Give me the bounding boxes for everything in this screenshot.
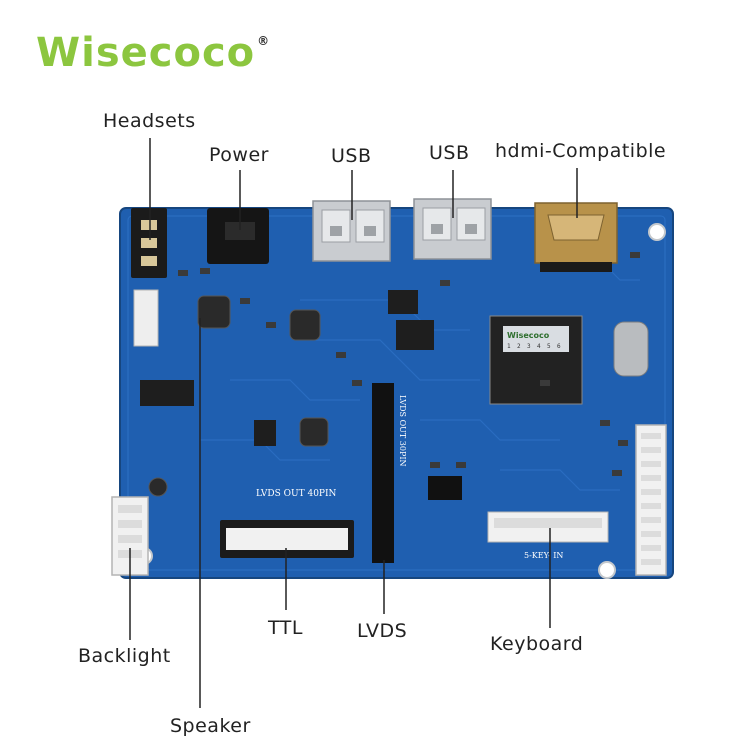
speaker-connector xyxy=(133,289,159,347)
chip-cells: 1 2 3 4 5 6 xyxy=(507,343,561,350)
silk-lvds-40pin: LVDS OUT 40PIN xyxy=(256,489,337,499)
label-usb-1: USB xyxy=(331,145,372,167)
chip-cell: 3 xyxy=(527,343,531,350)
registered-mark: ® xyxy=(257,34,271,48)
chip-cell: 2 xyxy=(517,343,521,350)
crystal xyxy=(613,321,649,377)
label-hdmi: hdmi-Compatible xyxy=(495,140,667,162)
label-headsets: Headsets xyxy=(103,110,196,132)
power-jack xyxy=(207,208,269,264)
chip-cell: 6 xyxy=(557,343,561,350)
label-power: Power xyxy=(209,144,269,166)
label-backlight: Backlight xyxy=(78,645,171,667)
chip-cell: 4 xyxy=(537,343,541,350)
silk-lvds-30pin: LVDS OUT 30PIN xyxy=(398,395,407,466)
main-chip xyxy=(489,315,583,405)
brand-logo-text: Wisecoco xyxy=(36,30,256,76)
headset-jack xyxy=(131,208,167,278)
chip-brand-label: Wisecoco xyxy=(507,331,550,340)
usb-port-2 xyxy=(413,198,492,260)
ic-chips xyxy=(140,290,434,446)
hdmi-port xyxy=(534,202,618,272)
chip-cell: 1 xyxy=(507,343,511,350)
inductors xyxy=(148,295,329,497)
silk-key-in: 5-KEY- IN xyxy=(524,551,563,560)
label-ttl: TTL xyxy=(268,617,303,639)
brand-logo: Wisecoco® xyxy=(36,30,271,76)
jumper-header xyxy=(428,476,462,500)
label-speaker: Speaker xyxy=(170,715,251,737)
keyboard-connector xyxy=(487,511,609,543)
ttl-connector xyxy=(220,520,354,558)
label-usb-2: USB xyxy=(429,142,470,164)
chip-cell: 5 xyxy=(547,343,551,350)
pcb-board xyxy=(119,207,674,579)
label-keyboard: Keyboard xyxy=(490,633,584,655)
label-lvds: LVDS xyxy=(357,620,408,642)
smd-parts xyxy=(178,252,640,476)
backlight-connector xyxy=(111,496,149,576)
leader-lines xyxy=(129,138,578,708)
side-connector xyxy=(635,424,667,576)
lvds-header xyxy=(372,383,394,563)
